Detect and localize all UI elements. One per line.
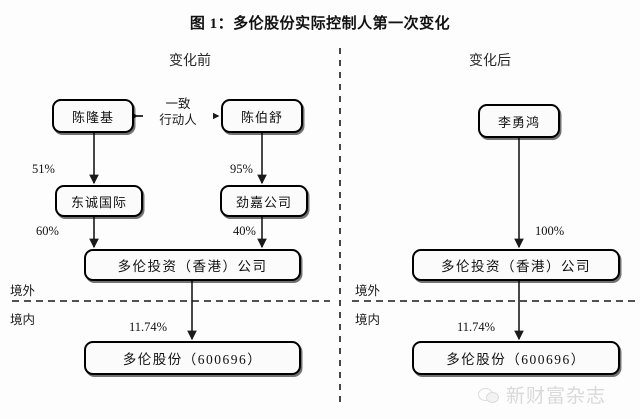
edge-label-100-percent: 100% [535, 224, 565, 238]
wechat-icon [478, 386, 500, 404]
edge-label-1174-percent-before: 11.74% [129, 320, 168, 334]
node-person-chenboshu[interactable]: 陈伯舒 [221, 99, 303, 133]
node-company-jinjia[interactable]: 劲嘉公司 [220, 185, 308, 217]
node-hk-company-after[interactable]: 多伦投资（香港）公司 [412, 249, 620, 281]
edge-label-40-percent: 40% [233, 224, 256, 238]
node-hk-company-before[interactable]: 多伦投资（香港）公司 [84, 249, 301, 281]
boundary-label-offshore-before: 境外 [10, 284, 36, 298]
edge-label-95-percent: 95% [230, 162, 253, 176]
edge-label-1174-percent-after: 11.74% [457, 320, 496, 334]
edge-label-51-percent: 51% [32, 162, 55, 176]
wechat-bubble-small [486, 391, 499, 403]
figure-title: 图 1：多伦股份实际控制人第一次变化 [189, 16, 451, 32]
boundary-label-offshore-after: 境外 [355, 284, 381, 298]
relation-label-concerted-action: 一致 行动人 [143, 96, 213, 128]
panel-heading-before: 变化前 [169, 54, 211, 69]
watermark: 新财富杂志 [478, 381, 606, 408]
boundary-label-onshore-before: 境内 [10, 313, 36, 327]
node-listed-company-after[interactable]: 多伦股份（600696） [412, 341, 620, 375]
relation-label-line2: 行动人 [159, 113, 197, 127]
node-person-chenlongji[interactable]: 陈隆基 [52, 99, 134, 133]
relation-label-line1: 一致 [165, 97, 191, 111]
node-company-dongcheng[interactable]: 东诚国际 [55, 185, 143, 217]
panel-heading-after: 变化后 [469, 54, 511, 69]
node-person-liyonghong[interactable]: 李勇鸿 [478, 104, 560, 138]
node-listed-company-before[interactable]: 多伦股份（600696） [84, 341, 301, 375]
watermark-text: 新财富杂志 [506, 386, 607, 407]
edge-label-60-percent: 60% [36, 224, 59, 238]
boundary-label-onshore-after: 境内 [355, 313, 381, 327]
